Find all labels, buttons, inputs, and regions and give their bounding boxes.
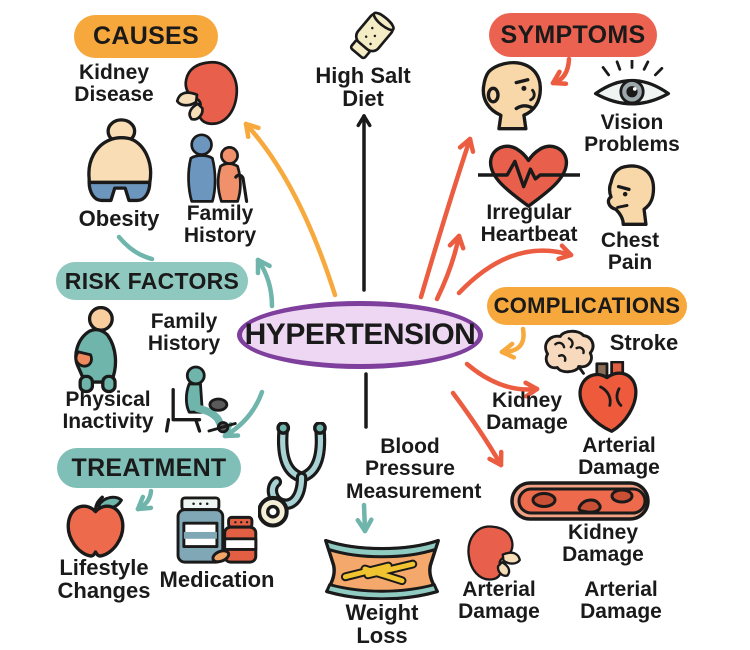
family-icon (187, 133, 249, 203)
treatment-lifestyle-changes-label: Lifestyle Changes (57, 555, 151, 604)
complications-arterial-damage-label-3: Arterial Damage (580, 578, 662, 624)
arrow-center-to-causes (243, 121, 338, 298)
symptoms-vision-problems-label: Vision Problems (584, 111, 680, 157)
arrow-center-to-lower-complications (450, 390, 504, 468)
arrow-risk-factors-to-obesity (116, 234, 155, 262)
arrowhead (255, 257, 272, 269)
arrowhead (550, 69, 562, 86)
head-profile-icon (606, 164, 656, 226)
seated-person-icon (164, 365, 237, 434)
arrowhead (456, 233, 466, 251)
arrowhead (355, 517, 368, 534)
high-salt-diet-label: High Salt Diet (315, 63, 411, 112)
symptoms-pill: SYMPTOMS (489, 13, 657, 57)
arrow-center-to-irregular-heartbeat (434, 233, 462, 302)
causes-obesity-label: Obesity (78, 206, 160, 231)
slouching-person-icon (74, 306, 118, 394)
obese-person-icon (87, 118, 153, 203)
blood-pressure-measurement-label: Blood Pressure Measurement (346, 435, 482, 503)
complications-arterial-damage-label-2: Arterial Damage (458, 578, 540, 624)
kidney-icon (175, 61, 239, 125)
arrowhead (243, 121, 261, 131)
causes-pill: CAUSES (74, 15, 218, 58)
eye-icon (593, 60, 671, 106)
kidney-damage-kidney-icon (467, 525, 521, 581)
arrow-bp-to-weight-loss (361, 502, 368, 534)
complications-kidney-damage-label-1: Kidney Damage (486, 389, 568, 435)
waist-icon (324, 538, 440, 600)
arrowhead (362, 114, 372, 128)
causes-family-history-label: Family History (183, 202, 257, 248)
weight-loss-label: Weight Loss (345, 600, 419, 649)
arrow-center-to-kidney-damage (464, 361, 540, 392)
pill-bottles-icon (176, 496, 258, 564)
arrowhead (135, 494, 146, 512)
causes-kidney-disease-label: Kidney Disease (74, 61, 154, 107)
complications-stroke-label: Stroke (609, 330, 679, 355)
risk-factors-physical-inactivity-label: Physical Inactivity (62, 388, 154, 434)
arrow-center-to-treatment (222, 389, 265, 439)
arrowhead (499, 341, 515, 355)
risk-factors-pill: RISK FACTORS (56, 262, 248, 300)
risk-factors-family-history-label: Family History (147, 310, 221, 356)
heartbeat-heart-icon (478, 144, 580, 208)
complications-kidney-damage-label-2: Kidney Damage (562, 521, 644, 567)
center-node-hypertension: HYPERTENSION (237, 301, 483, 369)
symptoms-chest-pain-label: Chest Pain (600, 229, 660, 275)
arrow-center-to-chest-pain (456, 248, 574, 296)
brain-icon (544, 329, 595, 375)
arrow-center-to-symptom-face (418, 136, 473, 300)
treatment-medication-label: Medication (159, 567, 275, 592)
stethoscope-icon (258, 422, 327, 528)
apple-icon (66, 495, 125, 558)
complications-arterial-damage-label-1: Arterial Damage (578, 434, 660, 480)
salt-shaker-icon (349, 11, 395, 60)
complications-pill: COMPLICATIONS (487, 287, 687, 325)
arrowhead (467, 136, 476, 154)
arrowhead (487, 456, 504, 468)
arrowhead (556, 252, 574, 262)
blood-vessel-icon (510, 481, 650, 521)
arrowhead (524, 386, 540, 399)
worried-face-icon (481, 61, 542, 131)
treatment-pill: TREATMENT (57, 448, 241, 488)
symptoms-irregular-heartbeat-label: Irregular Heartbeat (480, 201, 578, 247)
heart-icon (578, 361, 638, 433)
